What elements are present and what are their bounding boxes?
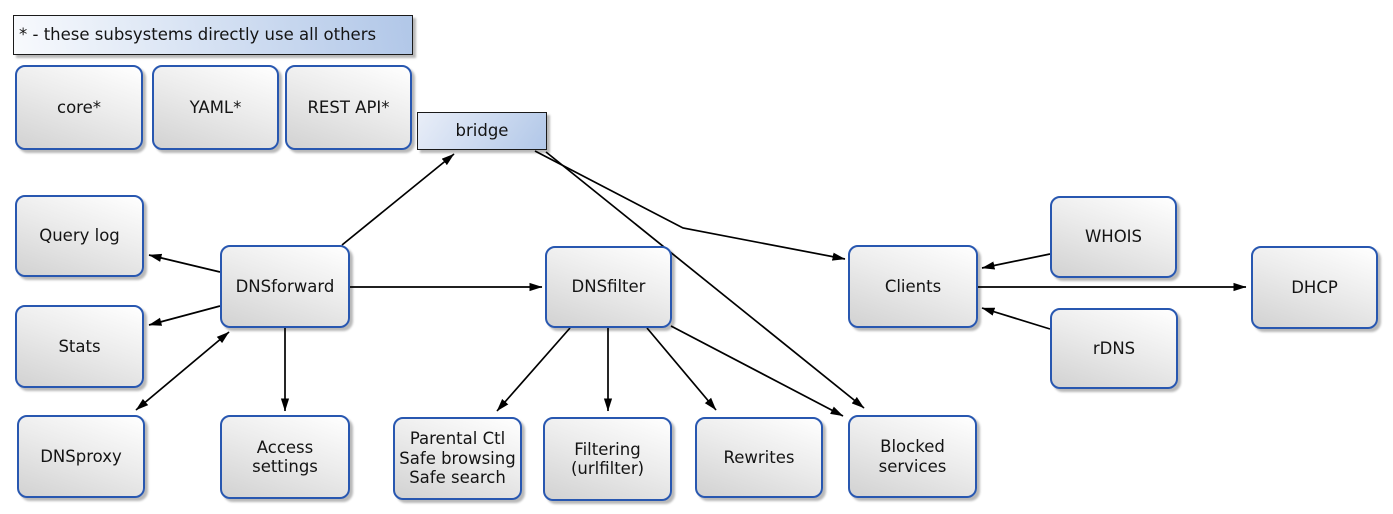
edge-dnsforward-dnsproxy: [135, 331, 230, 411]
edge-dnsforward-stats: [148, 305, 221, 326]
edge-dnsfilter-rewrites: [646, 327, 717, 411]
edge-dnsforward-querylog: [148, 253, 221, 273]
edge-rdns-clients: [981, 307, 1051, 330]
edge-dnsforward-bridge: [341, 153, 455, 246]
edge-dnsfilter-parental: [496, 327, 571, 412]
edge-bridge-clients: [534, 150, 846, 261]
edge-bridge-blocked: [545, 151, 865, 409]
edge-whois-clients: [981, 253, 1051, 270]
edge-dnsfilter-blocked: [670, 325, 844, 417]
